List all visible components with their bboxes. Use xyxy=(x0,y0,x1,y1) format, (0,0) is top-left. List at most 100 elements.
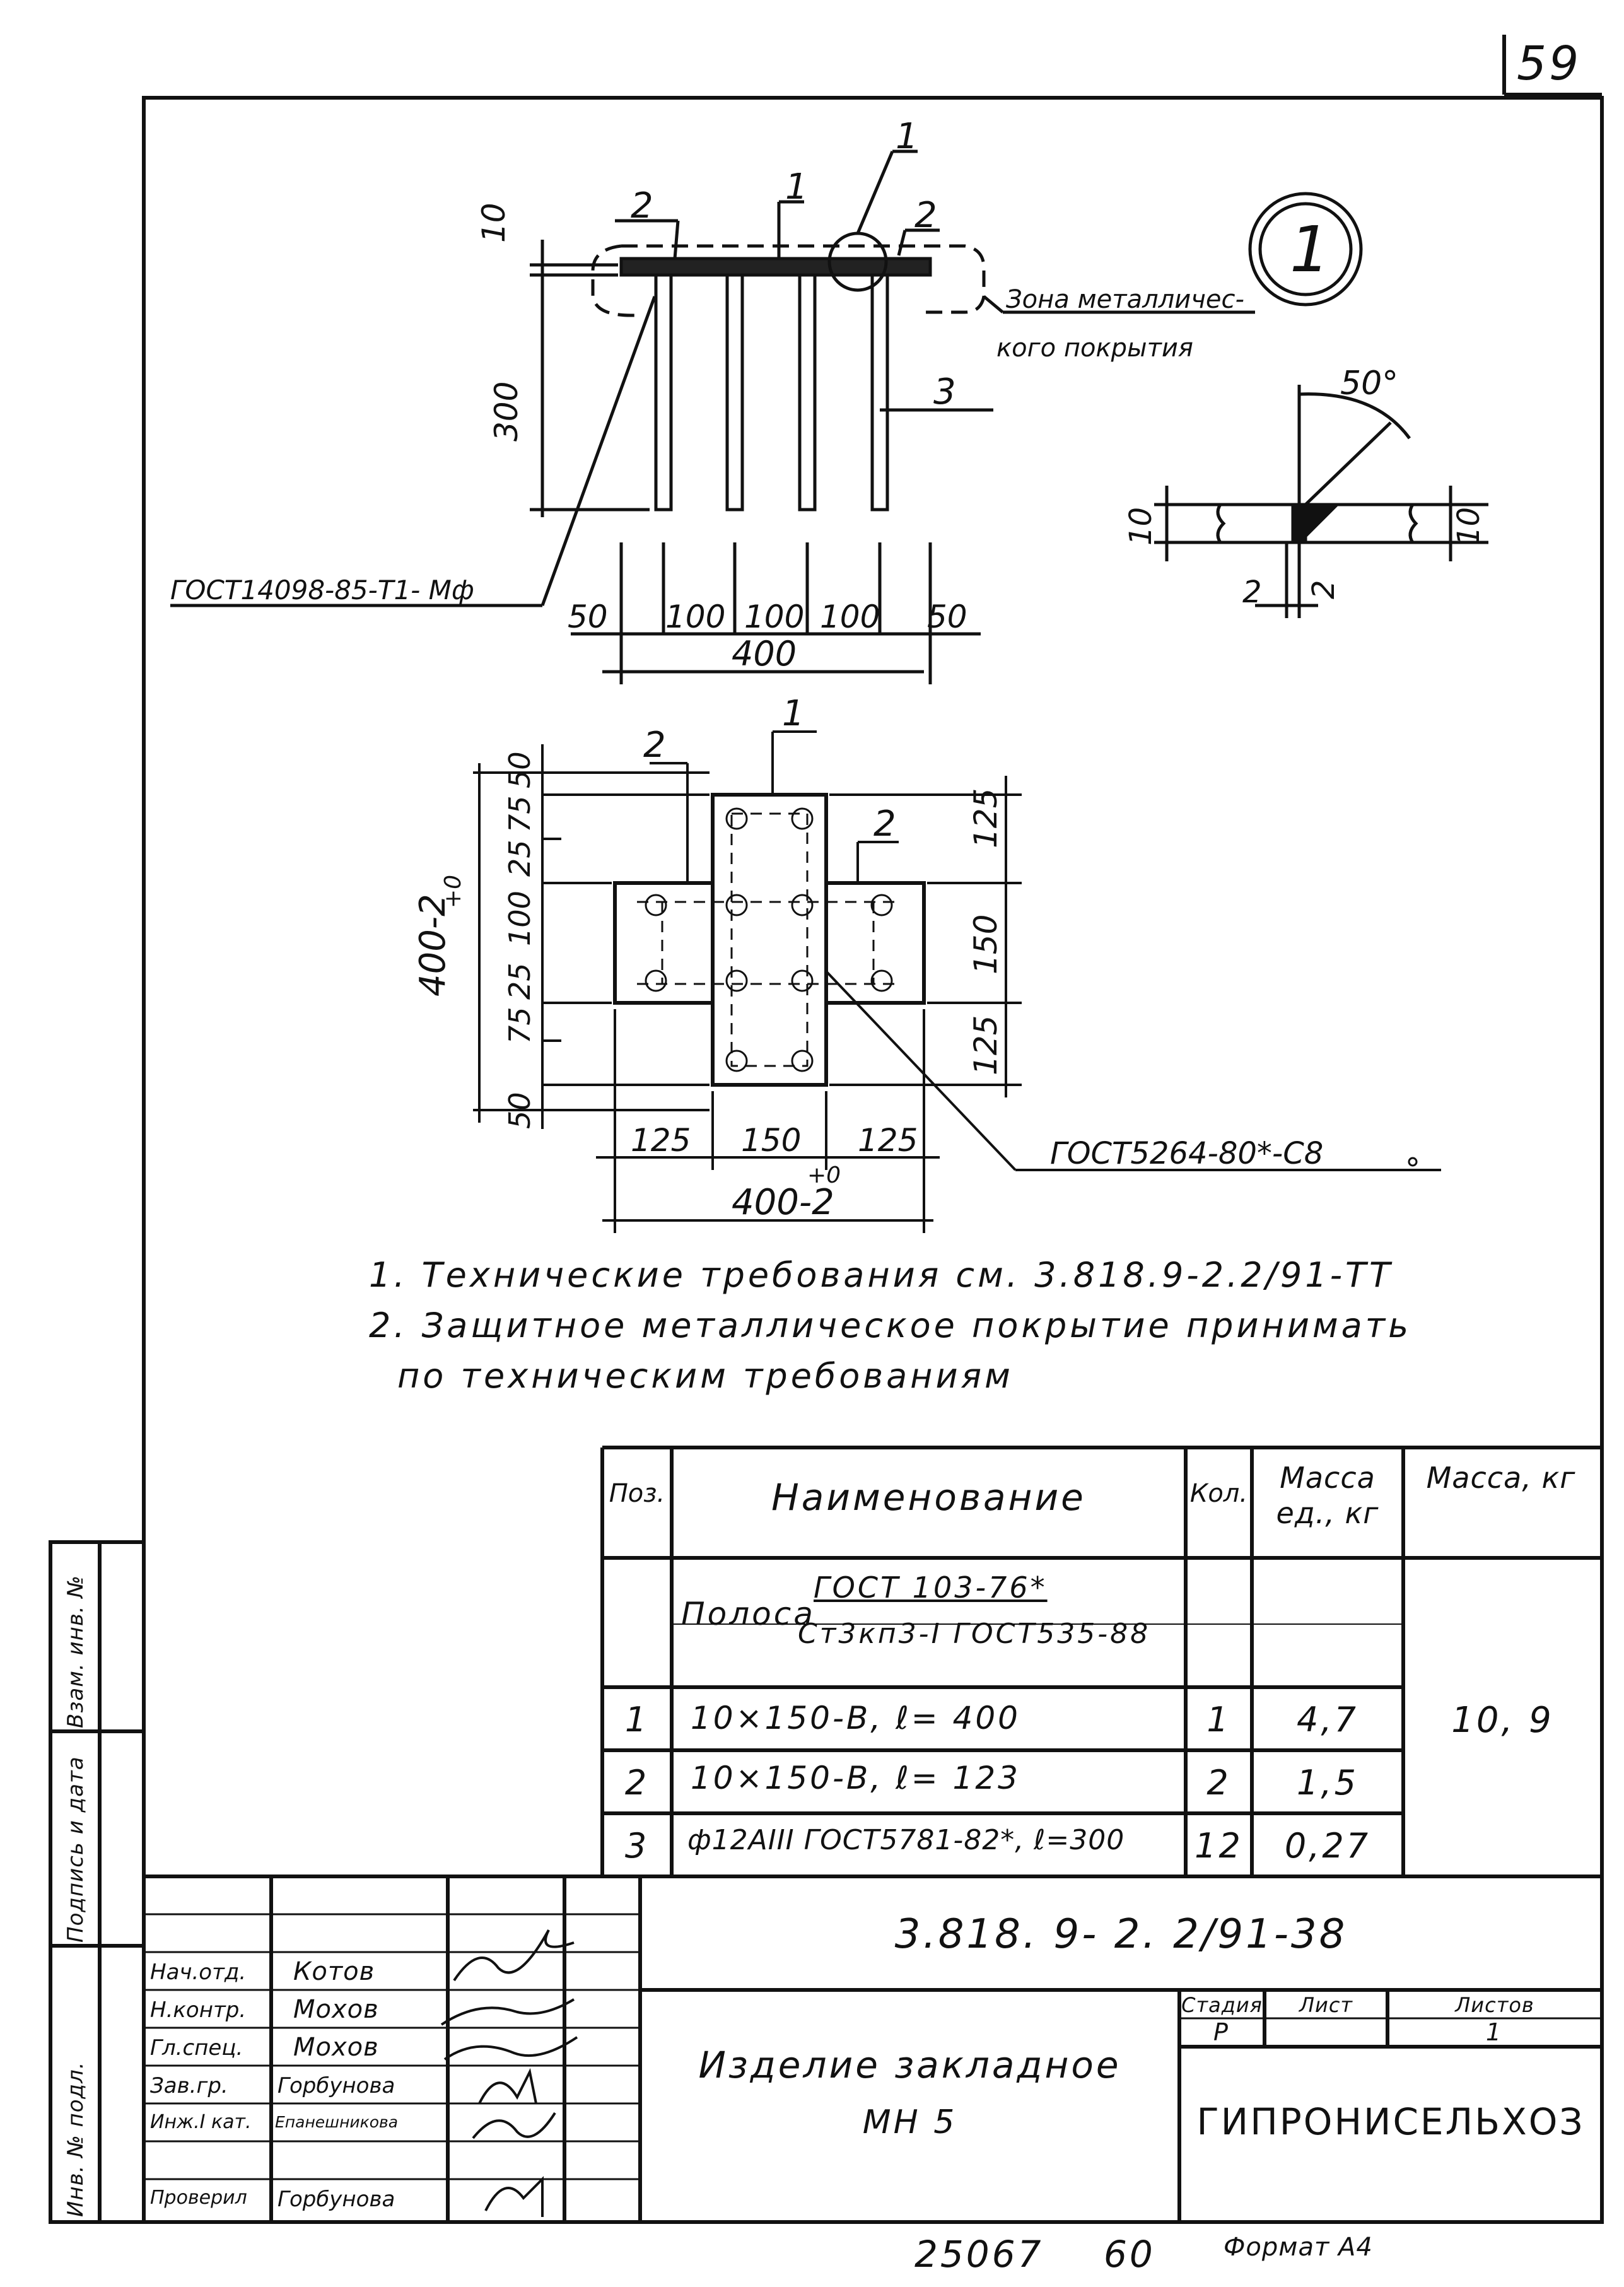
spec-header-name: Наименование xyxy=(771,1476,1086,1519)
role-2: Н.контр. xyxy=(150,1997,247,2023)
spec-row-2-pos: 2 xyxy=(624,1763,650,1803)
zone-text-1: Зона металличес- xyxy=(1006,285,1244,314)
plan-h-tol: +0 xyxy=(807,1162,841,1188)
product-title-1: Изделие закладное xyxy=(698,2044,1121,2086)
title-block-grid xyxy=(144,1875,1602,2222)
side-stamp-replacement: Взам. инв. № xyxy=(63,1575,88,1728)
front-view xyxy=(170,149,1255,684)
callout-front-2b: 2 xyxy=(914,195,937,236)
spec-row-2-name: 10×150-В, ℓ= 123 xyxy=(691,1760,1020,1796)
name-1: Котов xyxy=(293,1957,375,1986)
dim-front-10: 10 xyxy=(476,202,512,243)
zone-text-2: кого покрытия xyxy=(996,334,1193,363)
name-5: Епанешникова xyxy=(275,2113,399,2131)
plan-callout-2a: 2 xyxy=(643,725,666,766)
plan-view xyxy=(613,793,926,1087)
plan-v6: 75 xyxy=(503,1007,537,1044)
spec-row-3-pos: 3 xyxy=(624,1826,650,1866)
bottom-inv-left: 25067 xyxy=(914,2233,1044,2276)
plan-v-tol: +0 xyxy=(440,875,466,908)
plan-v-total: 400-2 xyxy=(412,894,453,997)
spec-header-mass: Масса, кг xyxy=(1426,1461,1576,1495)
spec-total-mass: 10, 9 xyxy=(1451,1700,1554,1741)
weld-top-note: ГОСТ14098-85-Т1- Мф xyxy=(170,575,474,605)
spec-row-3-qty: 12 xyxy=(1195,1826,1243,1866)
dim-front-50a: 50 xyxy=(568,599,608,635)
stage-header: Стадия xyxy=(1181,1993,1263,2017)
spec-table-grid xyxy=(600,1446,1602,1876)
spec-row-1-mass-unit: 4,7 xyxy=(1297,1700,1358,1740)
spec-row-3-name: ф12АIII ГОСТ5781-82*, ℓ=300 xyxy=(687,1824,1125,1856)
plan-r1: 125 xyxy=(967,788,1004,848)
spec-header-mass-unit: Масса ед., кг xyxy=(1276,1461,1379,1530)
role-6: Проверил xyxy=(150,2187,247,2209)
stage-value: Р xyxy=(1213,2018,1230,2046)
side-stamp-inventory: Инв. № подл. xyxy=(63,2061,88,2217)
name-2: Мохов xyxy=(293,1995,379,2024)
section-gap-2: 2 xyxy=(1306,580,1341,599)
spec-row-1-pos: 1 xyxy=(624,1700,650,1740)
sheets-value: 1 xyxy=(1485,2018,1504,2046)
dim-front-100a: 100 xyxy=(665,599,725,635)
name-4: Горбунова xyxy=(277,2073,395,2098)
section-detail xyxy=(1154,385,1488,618)
name-3: Мохов xyxy=(293,2033,379,2062)
spec-header-qty: Кол. xyxy=(1189,1479,1248,1508)
section-t-left: 10 xyxy=(1123,507,1159,546)
spec-row-2-mass-unit: 1,5 xyxy=(1297,1763,1358,1803)
dim-front-300: 300 xyxy=(488,382,525,442)
plan-v4: 100 xyxy=(503,891,537,946)
product-title-2: МН 5 xyxy=(862,2103,957,2141)
sheets-header: Листов xyxy=(1455,1993,1534,2017)
section-gap-1: 2 xyxy=(1242,575,1262,610)
plan-v7: 50 xyxy=(503,1092,537,1129)
spec-row-1-name: 10×150-В, ℓ= 400 xyxy=(691,1700,1020,1736)
dim-front-50b: 50 xyxy=(927,599,967,635)
note-2: 2. Защитное металлическое покрытие прини… xyxy=(369,1306,1412,1345)
organization-name: ГИПРОНИСЕЛЬХОЗ xyxy=(1196,2100,1585,2143)
plan-v1: 50 xyxy=(503,751,537,788)
role-5: Инж.I кат. xyxy=(150,2111,252,2133)
callout-front-1a: 1 xyxy=(896,116,918,157)
plan-r3: 125 xyxy=(967,1015,1004,1075)
plan-v5: 25 xyxy=(503,962,537,1000)
doc-code: 3.818. 9- 2. 2/91-38 xyxy=(894,1911,1348,1958)
spec-group-prefix: Полоса xyxy=(681,1596,815,1632)
spec-header-pos: Поз. xyxy=(609,1479,665,1508)
dim-front-100c: 100 xyxy=(820,599,880,635)
plan-v2: 75 xyxy=(503,795,537,833)
dim-front-400: 400 xyxy=(732,634,797,674)
role-4: Зав.гр. xyxy=(150,2073,228,2098)
signatures xyxy=(440,1929,578,2217)
name-6: Горбунова xyxy=(277,2187,395,2212)
sheet-header: Лист xyxy=(1299,1993,1353,2017)
callout-front-3: 3 xyxy=(933,371,956,412)
view-circle-label: 1 xyxy=(1290,213,1330,286)
note-1: 1. Технические требования см. 3.818.9-2.… xyxy=(369,1255,1394,1295)
spec-group-top: ГОСТ 103-76* xyxy=(814,1570,1048,1605)
bottom-format: Формат А4 xyxy=(1224,2233,1373,2262)
note-3: по техническим требованиям xyxy=(397,1356,1014,1396)
bottom-inv-right: 60 xyxy=(1104,2233,1155,2276)
plan-h3: 125 xyxy=(858,1122,918,1159)
plan-callout-1: 1 xyxy=(782,693,805,734)
plan-r2: 150 xyxy=(967,915,1004,974)
plan-h-total: 400-2 xyxy=(732,1182,834,1223)
callout-front-1b: 1 xyxy=(785,167,808,208)
side-stamp-signature: Подпись и дата xyxy=(63,1756,88,1943)
dim-front-100b: 100 xyxy=(744,599,804,635)
plan-callout-2b: 2 xyxy=(873,804,896,845)
role-1: Нач.отд. xyxy=(150,1960,247,1985)
section-t-right: 10 xyxy=(1451,507,1487,546)
plan-v3: 25 xyxy=(503,839,537,877)
spec-group-bottom: Ст3кп3-I ГОСТ535-88 xyxy=(798,1618,1151,1650)
plan-h2: 150 xyxy=(741,1122,801,1159)
weld-plan-note: ГОСТ5264-80*-С8 xyxy=(1050,1136,1323,1171)
callout-front-2a: 2 xyxy=(631,185,653,226)
spec-row-3-mass-unit: 0,27 xyxy=(1284,1826,1371,1866)
spec-row-1-qty: 1 xyxy=(1206,1700,1231,1740)
plan-h1: 125 xyxy=(631,1122,691,1159)
role-3: Гл.спец. xyxy=(150,2035,243,2061)
spec-row-2-qty: 2 xyxy=(1206,1763,1231,1803)
